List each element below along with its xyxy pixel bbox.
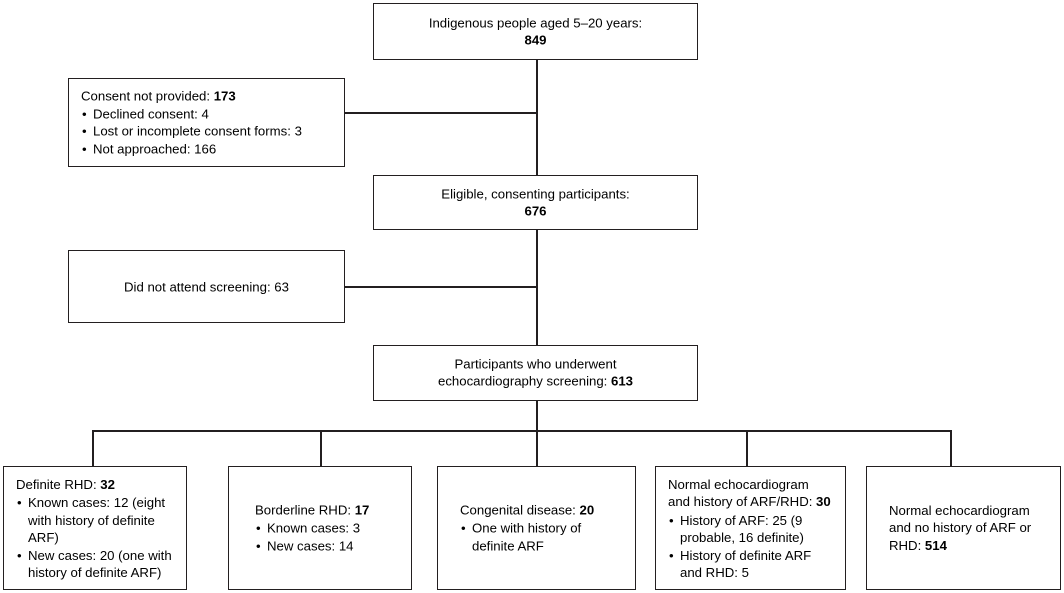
definite-rhd-list: Known cases: 12 (eight with history of d… [16,494,174,581]
drop-line-definite-rhd [92,430,94,466]
enrolled-label: Indigenous people aged 5–20 years: [428,15,643,31]
normal-nohx-label: RHD: [889,537,925,553]
enrolled-value: 849 [524,32,547,48]
normal-nohx-value: 514 [924,537,947,553]
connector-screened-to-bus [536,400,538,431]
box-normal-echo-with-history: Normal echocardiogram and history of ARF… [655,466,846,590]
normal-hx-header-line1: Normal echocardiogram [668,477,809,492]
did-not-attend-text: Did not attend screening: 63 [124,278,289,294]
drop-line-normal-no-history [950,430,952,466]
box-eligible-participants: Eligible, consenting participants: 676 [373,175,698,230]
congenital-header-label: Congenital disease: [460,502,580,518]
normal-hx-header-label: and history of ARF/RHD: [668,494,817,510]
eligible-label: Eligible, consenting participants: [441,186,630,202]
list-item: New cases: 20 (one with history of defin… [16,547,174,582]
box-definite-rhd: Definite RHD: 32 Known cases: 12 (eight … [3,466,187,590]
consent-header-value: 173 [213,88,236,104]
list-item: History of definite ARF and RHD: 5 [668,547,833,582]
normal-nohx-line1: Normal echocardiogram [889,502,1030,518]
box-congenital-disease: Congenital disease: 20 One with history … [437,466,636,590]
distribution-bus [92,430,952,432]
congenital-list: One with history of definite ARF [460,520,623,555]
box-consent-not-provided: Consent not provided: 173 Declined conse… [68,78,345,167]
list-item: Not approached: 166 [81,140,332,158]
screened-value: 613 [611,374,634,389]
list-item: Known cases: 12 (eight with history of d… [16,494,174,546]
connector-to-not-attend [344,286,537,288]
normal-hx-value: 30 [816,494,831,510]
list-item: New cases: 14 [255,537,399,555]
screened-label-line1: Participants who underwent [454,356,617,372]
definite-rhd-header: Definite RHD: 32 [16,476,174,493]
box-underwent-echocardiography: Participants who underwent echocardiogra… [373,345,698,401]
box-normal-echo-no-history: Normal echocardiogram and no history of … [866,466,1061,590]
normal-nohx-line3: RHD: 514 [889,537,1048,554]
screened-label-line2: echocardiography screening: [437,374,611,389]
consent-header-label: Consent not provided: [81,88,214,104]
eligible-value: 676 [524,203,547,219]
definite-rhd-header-label: Definite RHD: [16,477,101,492]
drop-line-normal-history [746,430,748,466]
connector-to-no-consent [344,112,537,114]
borderline-rhd-list: Known cases: 3 New cases: 14 [255,520,399,555]
list-item: Lost or incomplete consent forms: 3 [81,123,332,141]
borderline-rhd-header-label: Borderline RHD: [255,502,355,518]
drop-line-congenital [536,430,538,466]
drop-line-borderline-rhd [320,430,322,466]
consent-breakdown-list: Declined consent: 4 Lost or incomplete c… [81,106,332,159]
list-item: One with history of definite ARF [460,520,623,555]
congenital-header: Congenital disease: 20 [460,501,623,518]
borderline-rhd-header: Borderline RHD: 17 [255,501,399,518]
box-did-not-attend-screening: Did not attend screening: 63 [68,250,345,323]
normal-hx-list: History of ARF: 25 (9 probable, 16 defin… [668,512,833,582]
borderline-rhd-value: 17 [354,502,370,518]
list-item: Known cases: 3 [255,520,399,538]
list-item: History of ARF: 25 (9 probable, 16 defin… [668,512,833,547]
congenital-value: 20 [579,502,595,518]
normal-hx-header-line2: and history of ARF/RHD: 30 [668,493,833,510]
normal-nohx-line2: and no history of ARF or [889,520,1032,536]
list-item: Declined consent: 4 [81,106,332,124]
box-enrolled: Indigenous people aged 5–20 years: 849 [373,3,698,60]
consent-header: Consent not provided: 173 [81,87,332,104]
box-borderline-rhd: Borderline RHD: 17 Known cases: 3 New ca… [228,466,412,590]
connector-enrolled-to-eligible [536,59,538,176]
definite-rhd-value: 32 [100,477,115,492]
